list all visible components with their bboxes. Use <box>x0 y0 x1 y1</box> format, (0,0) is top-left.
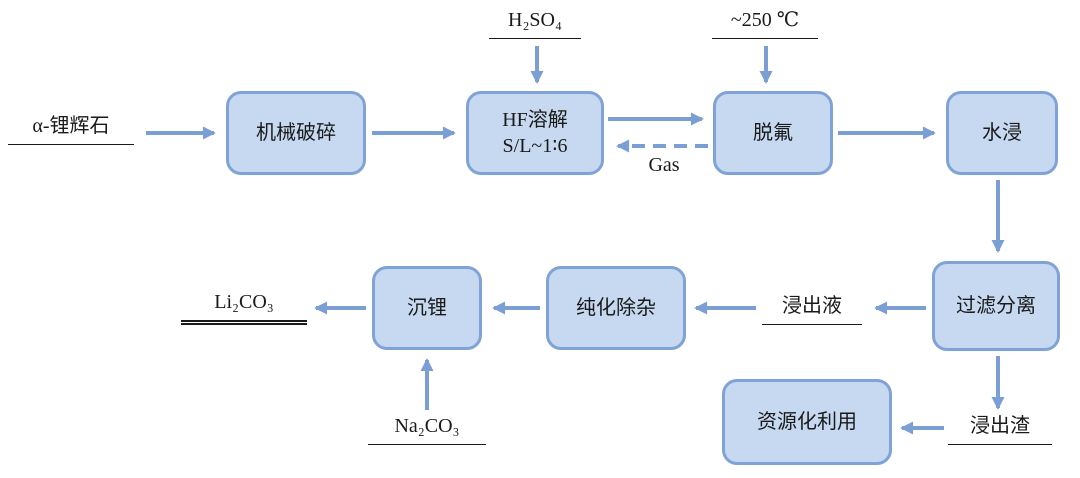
node-filtration-label: 过滤分离 <box>956 295 1036 317</box>
sodium-carbonate-label: Na₂CO₃ <box>368 414 486 445</box>
node-purification: 纯化除杂 <box>546 266 686 350</box>
node-defluorination: 脱氟 <box>713 91 833 175</box>
node-water-leaching-label: 水浸 <box>982 122 1022 144</box>
node-purification-label: 纯化除杂 <box>576 297 656 319</box>
node-hf-dissolution-line1: HF溶解 <box>502 109 568 131</box>
node-li-precipitation: 沉锂 <box>372 266 482 350</box>
leachate-label: 浸出液 <box>762 294 862 325</box>
node-resource-utilization-label: 资源化利用 <box>757 411 857 433</box>
node-water-leaching: 水浸 <box>946 91 1058 175</box>
residue-label: 浸出渣 <box>948 414 1052 445</box>
gas-label: Gas <box>648 154 680 176</box>
node-mechanical-crushing-label: 机械破碎 <box>256 122 336 144</box>
temperature-label: ~250 ℃ <box>712 8 818 39</box>
node-li-precipitation-label: 沉锂 <box>407 297 447 319</box>
node-defluorination-label: 脱氟 <box>753 122 793 144</box>
feed-material-label: α-锂辉石 <box>8 114 134 145</box>
node-resource-utilization: 资源化利用 <box>722 379 892 465</box>
node-hf-dissolution-line2: S/L~1∶6 <box>502 135 568 157</box>
node-hf-dissolution: HF溶解 S/L~1∶6 <box>466 91 604 175</box>
lithium-carbonate-label: Li₂CO₃ <box>181 290 307 325</box>
node-mechanical-crushing: 机械破碎 <box>226 91 366 175</box>
node-filtration: 过滤分离 <box>932 261 1060 351</box>
node-hf-dissolution-label: HF溶解 S/L~1∶6 <box>502 107 568 159</box>
sulfuric-acid-label: H₂SO₄ <box>489 8 581 39</box>
